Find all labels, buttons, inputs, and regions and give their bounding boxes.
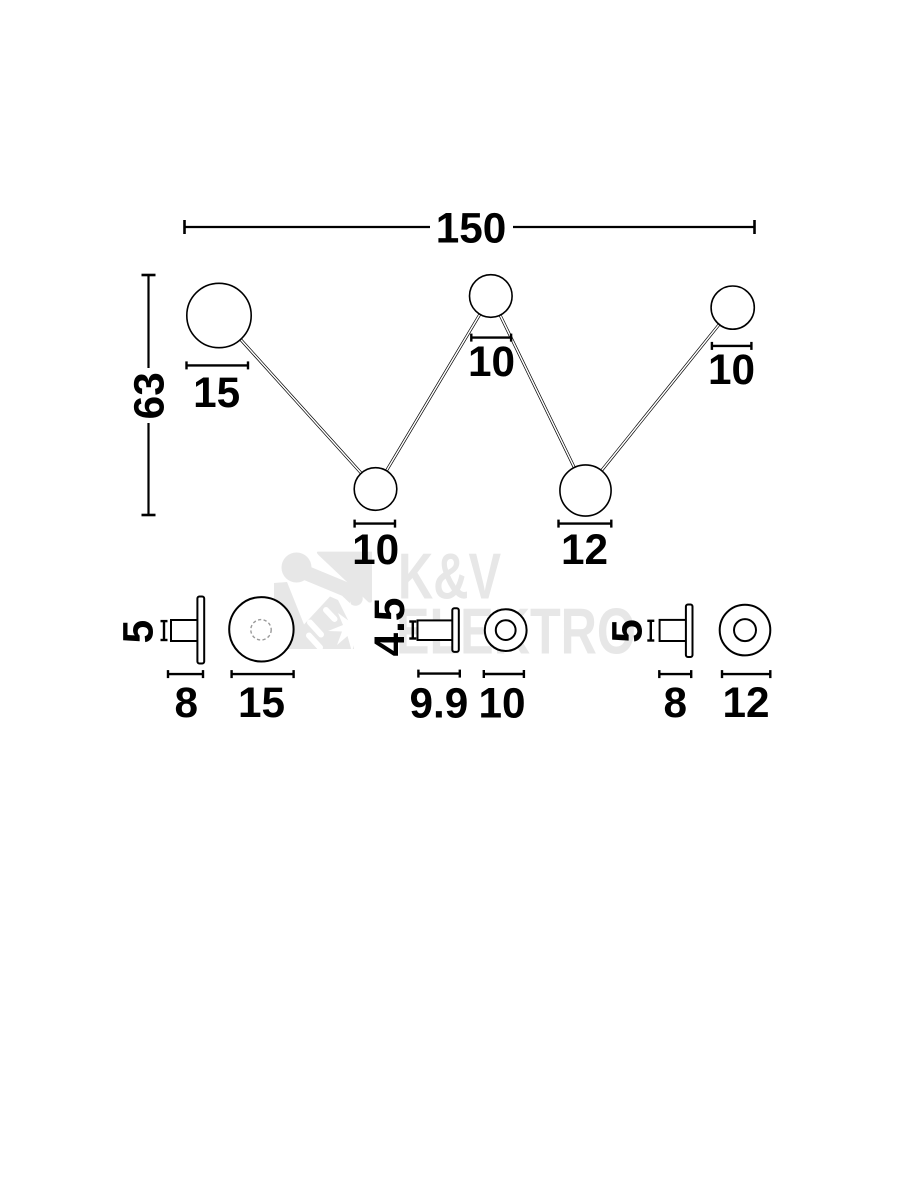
svg-text:9.9: 9.9 <box>409 679 468 726</box>
svg-text:10: 10 <box>468 338 515 385</box>
svg-text:5: 5 <box>604 619 651 643</box>
svg-text:4.5: 4.5 <box>366 598 413 657</box>
svg-text:63: 63 <box>126 372 173 419</box>
svg-text:12: 12 <box>722 679 769 726</box>
svg-text:10: 10 <box>708 346 755 393</box>
svg-text:8: 8 <box>175 679 199 726</box>
svg-text:15: 15 <box>193 369 240 416</box>
svg-text:15: 15 <box>238 679 285 726</box>
svg-text:8: 8 <box>664 679 688 726</box>
svg-text:K&V: K&V <box>398 540 501 613</box>
svg-text:150: 150 <box>436 205 507 252</box>
svg-text:10: 10 <box>478 679 525 726</box>
svg-text:5: 5 <box>114 620 161 644</box>
svg-text:10: 10 <box>352 526 399 573</box>
svg-text:12: 12 <box>561 526 608 573</box>
